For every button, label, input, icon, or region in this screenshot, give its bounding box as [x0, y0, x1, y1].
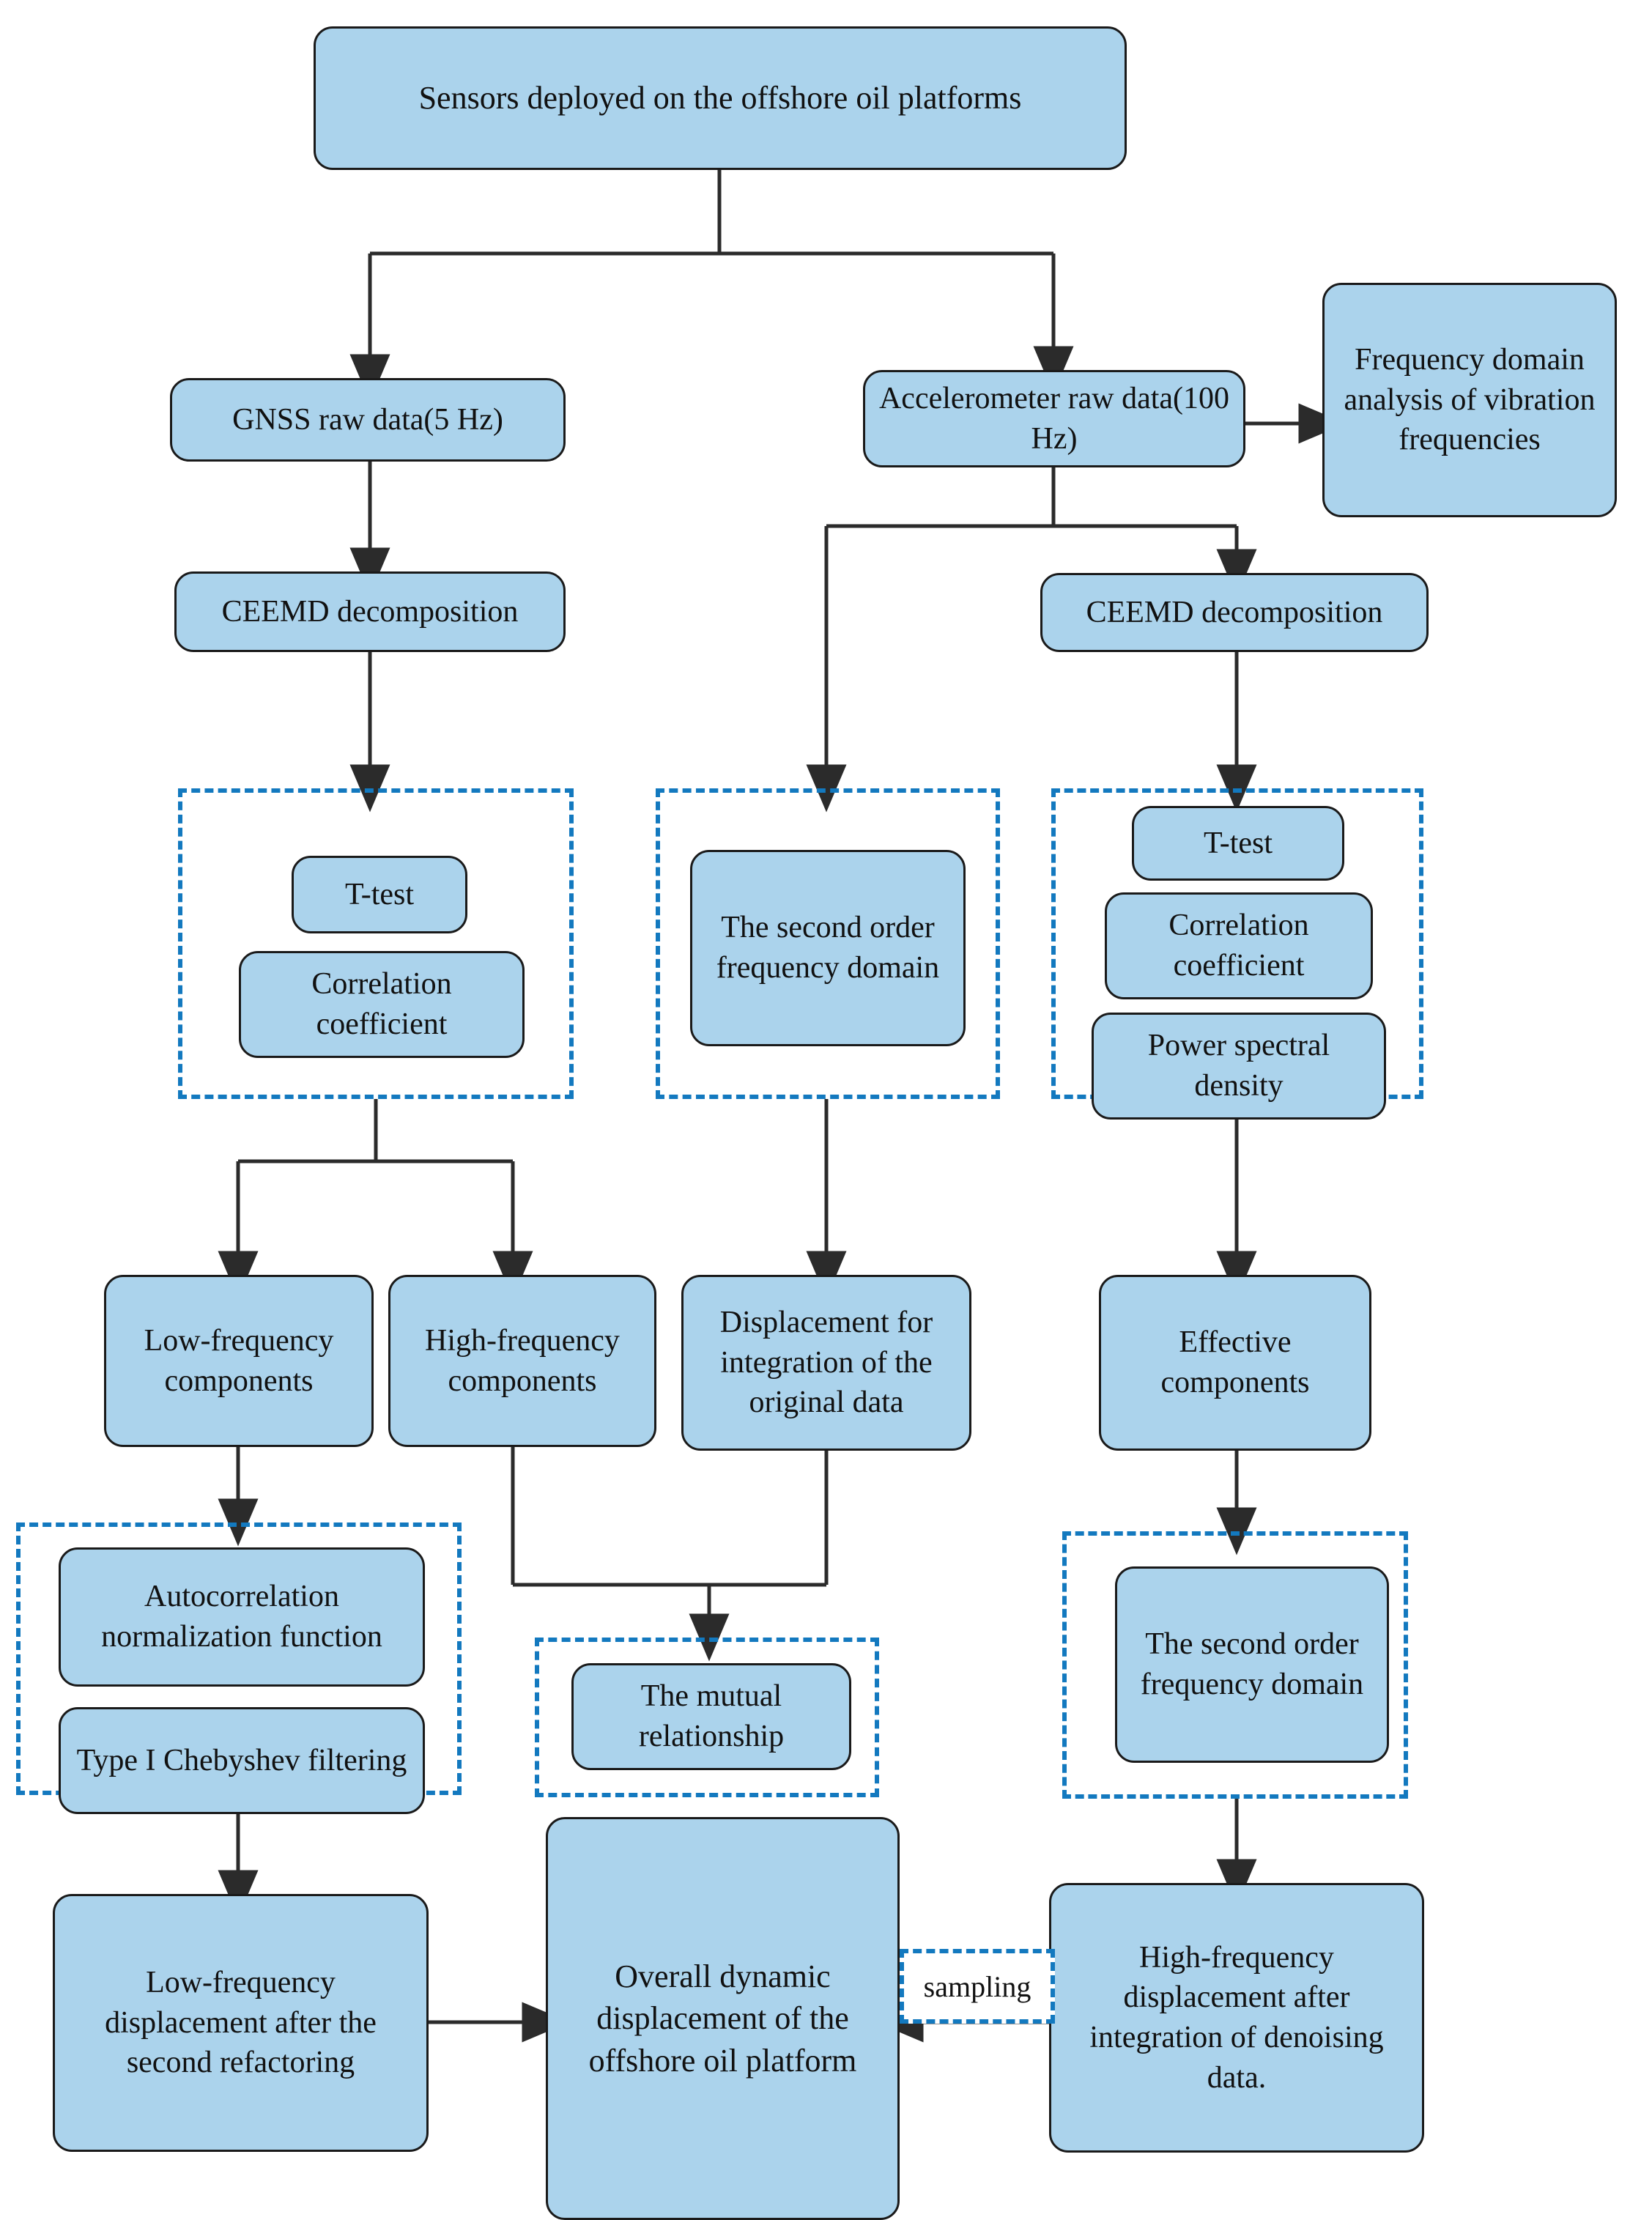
node-ceemd-decomposition-left[interactable]: CEEMD decomposition	[174, 571, 566, 652]
node-power-spectral-density[interactable]: Power spectral density	[1092, 1013, 1386, 1120]
node-t-test-left[interactable]: T-test	[292, 856, 467, 933]
node-high-frequency-displacement[interactable]: High-frequency displacement after integr…	[1049, 1883, 1424, 2153]
node-second-order-frequency-domain-mid[interactable]: The second order frequency domain	[690, 850, 966, 1046]
node-chebyshev-filtering[interactable]: Type I Chebyshev filtering	[59, 1707, 425, 1814]
node-second-order-frequency-domain-right[interactable]: The second order frequency domain	[1115, 1566, 1389, 1763]
node-low-frequency-displacement[interactable]: Low-frequency displacement after the sec…	[53, 1894, 429, 2152]
node-displacement-integration[interactable]: Displacement for integration of the orig…	[681, 1275, 971, 1451]
node-accelerometer-raw-data[interactable]: Accelerometer raw data(100 Hz)	[863, 370, 1245, 467]
node-gnss-raw-data[interactable]: GNSS raw data(5 Hz)	[170, 378, 566, 462]
node-overall-dynamic-displacement[interactable]: Overall dynamic displacement of the offs…	[546, 1817, 900, 2220]
edge-label-sampling: sampling	[900, 1949, 1055, 2024]
node-ceemd-decomposition-right[interactable]: CEEMD decomposition	[1040, 573, 1429, 652]
node-effective-components[interactable]: Effective components	[1099, 1275, 1371, 1451]
node-correlation-coefficient-left[interactable]: Correlation coefficient	[239, 951, 525, 1058]
node-mutual-relationship[interactable]: The mutual relationship	[571, 1663, 851, 1770]
node-root[interactable]: Sensors deployed on the offshore oil pla…	[314, 26, 1127, 170]
node-t-test-right[interactable]: T-test	[1132, 806, 1344, 881]
node-correlation-coefficient-right[interactable]: Correlation coefficient	[1105, 892, 1373, 999]
node-autocorrelation-normalization[interactable]: Autocorrelation normalization function	[59, 1547, 425, 1687]
node-low-frequency-components[interactable]: Low-frequency components	[104, 1275, 374, 1447]
node-high-frequency-components[interactable]: High-frequency components	[388, 1275, 656, 1447]
node-frequency-domain-analysis[interactable]: Frequency domain analysis of vibration f…	[1322, 283, 1617, 517]
